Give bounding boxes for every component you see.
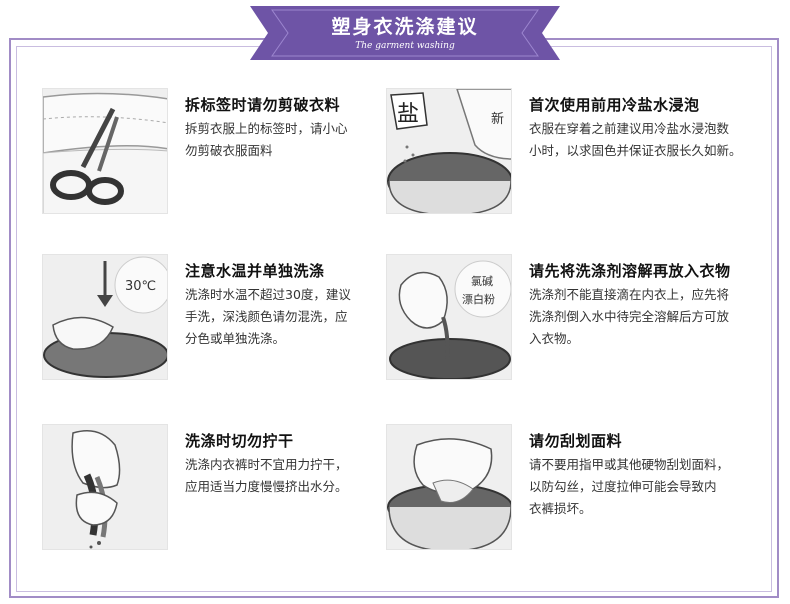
page-subtitle: The garment washing (355, 41, 455, 51)
tip-title: 注意水温并单独洗涤 (185, 262, 325, 280)
tip-title: 请勿刮划面料 (529, 432, 623, 450)
svg-text:30℃: 30℃ (125, 279, 156, 294)
tip-title: 请先将洗涤剂溶解再放入衣物 (529, 262, 731, 280)
tip-description: 拆剪衣服上的标签时，请小心 勿剪破衣服面料 (185, 121, 348, 158)
detergent-illustration: 氯碱 漂白粉 (386, 254, 512, 380)
tip-description: 洗涤内衣裤时不宜用力拧干， 应用适当力度慢慢挤出水分。 (185, 457, 348, 494)
svg-text:盐: 盐 (397, 102, 419, 127)
banner-ribbon (250, 6, 560, 60)
page-title: 塑身衣洗涤建议 (331, 16, 479, 38)
tip-item-no-scratch: 请勿刮划面料 请不要用指甲或其他硬物刮划面料， 以防勾丝，过度拉伸可能会导致内 … (386, 424, 766, 554)
header-banner: 塑身衣洗涤建议 The garment washing (250, 6, 560, 60)
tip-description: 洗涤时水温不超过30度，建议 手洗，深浅颜色请勿混洗，应 分色或单独洗涤。 (185, 287, 351, 346)
tip-item-salt-soak: 盐 新 首次使用前用冷盐水浸泡 衣服在穿着之前建议用冷盐水浸泡数 小时，以求固色… (386, 88, 766, 218)
tip-item-cut-tags: 拆标签时请勿剪破衣料 拆剪衣服上的标签时，请小心 勿剪破衣服面料 (42, 88, 422, 218)
svg-text:新: 新 (491, 111, 504, 127)
tip-item-detergent: 氯碱 漂白粉 请先将洗涤剂溶解再放入衣物 洗涤剂不能直接滴在内衣上，应先将 洗涤… (386, 254, 766, 384)
salt-water-illustration: 盐 新 (386, 88, 512, 214)
scratch-illustration (386, 424, 512, 550)
tip-title: 首次使用前用冷盐水浸泡 (529, 96, 700, 114)
tip-description: 洗涤剂不能直接滴在内衣上，应先将 洗涤剂倒入水中待完全溶解后方可放 入衣物。 (529, 287, 730, 346)
svg-text:漂白粉: 漂白粉 (462, 292, 495, 306)
temperature-illustration: 30℃ (42, 254, 168, 380)
svg-text:氯碱: 氯碱 (471, 274, 493, 288)
tip-title: 洗涤时切勿拧干 (185, 432, 294, 450)
wringing-illustration (42, 424, 168, 550)
tip-item-water-temp: 30℃ 注意水温并单独洗涤 洗涤时水温不超过30度，建议 手洗，深浅颜色请勿混洗… (42, 254, 422, 384)
tip-description: 衣服在穿着之前建议用冷盐水浸泡数 小时，以求固色并保证衣服长久如新。 (529, 121, 742, 158)
scissors-illustration (42, 88, 168, 214)
tip-item-no-wring: 洗涤时切勿拧干 洗涤内衣裤时不宜用力拧干， 应用适当力度慢慢挤出水分。 (42, 424, 422, 554)
tip-description: 请不要用指甲或其他硬物刮划面料， 以防勾丝，过度拉伸可能会导致内 衣裤损坏。 (529, 457, 730, 516)
tip-title: 拆标签时请勿剪破衣料 (185, 96, 341, 114)
